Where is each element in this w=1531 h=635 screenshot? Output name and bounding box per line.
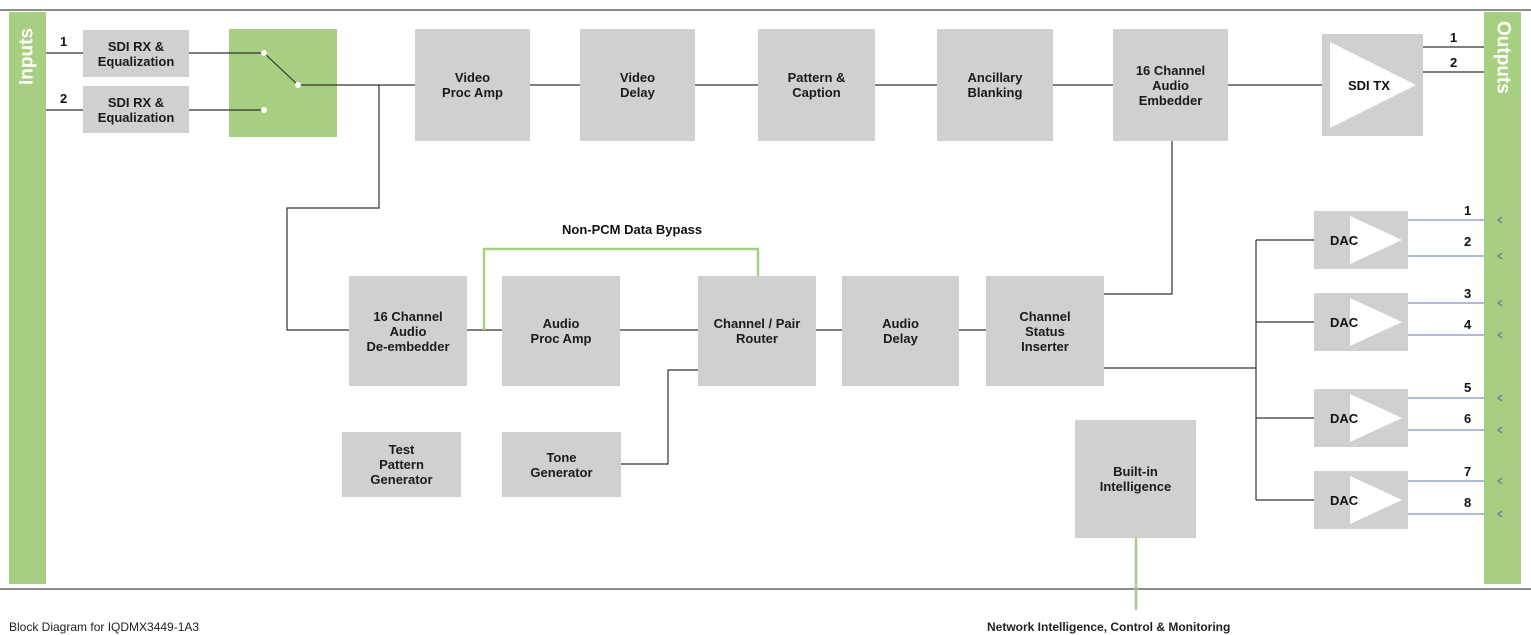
dac-1-triangle — [1350, 216, 1402, 264]
channel-status-inserter-block: Channel Status Inserter — [986, 276, 1104, 386]
analog-output-number-4: 4 — [1464, 317, 1472, 332]
sdi-tx-triangle — [1330, 42, 1416, 128]
dac-2-triangle — [1350, 298, 1402, 346]
sdi-rx-block-1: SDI RX & Equalization — [83, 30, 189, 77]
dac-label-3: DAC — [1330, 411, 1359, 426]
analog-output-number-1: 1 — [1464, 203, 1472, 218]
analog-output-number-8: 8 — [1464, 495, 1472, 510]
pattern-caption-block: Pattern & Caption — [758, 29, 875, 141]
channel-pair-router-block: Channel / Pair Router — [698, 276, 816, 386]
outputs-label: Outputs — [1492, 20, 1514, 94]
bypass-label: Non-PCM Data Bypass — [562, 222, 703, 237]
sdi-output-number-2: 2 — [1450, 55, 1458, 70]
dac-label-4: DAC — [1330, 493, 1359, 508]
built-in-intelligence-block: Built-in Intelligence — [1075, 420, 1196, 538]
analog-output-number-2: 2 — [1464, 234, 1472, 249]
dac-3-triangle — [1350, 394, 1402, 442]
analog-output-number-7: 7 — [1464, 464, 1472, 479]
top-rule — [0, 9, 1531, 11]
input-switch — [229, 29, 337, 137]
test-pattern-generator-block: Test Pattern Generator — [342, 432, 461, 497]
video-proc-amp-block: Video Proc Amp — [415, 29, 530, 141]
video-delay-block: Video Delay — [580, 29, 695, 141]
analog-output-number-6: 6 — [1464, 411, 1472, 426]
sdi-tx-label: SDI TX — [1348, 78, 1390, 93]
audio-embedder-block: 16 Channel Audio Embedder — [1113, 29, 1228, 141]
outputs-bar: Outputs — [1484, 12, 1521, 584]
dac-label-2: DAC — [1330, 315, 1359, 330]
analog-output-number-3: 3 — [1464, 286, 1472, 301]
audio-deembedder-block: 16 Channel Audio De-embedder — [349, 276, 467, 386]
audio-proc-amp-block: Audio Proc Amp — [502, 276, 620, 386]
audio-delay-block: Audio Delay — [842, 276, 959, 386]
network-label: Network Intelligence, Control & Monitori… — [987, 620, 1231, 634]
dac-4-triangle — [1350, 476, 1402, 524]
inputs-bar: Inputs — [9, 12, 46, 584]
bottom-rule — [0, 588, 1531, 590]
sdi-output-number-1: 1 — [1450, 30, 1458, 45]
diagram-caption: Block Diagram for IQDMX3449-1A3 — [9, 620, 200, 634]
ancillary-blanking-block: Ancillary Blanking — [937, 29, 1053, 141]
input-number-2: 2 — [60, 91, 68, 106]
dac-label-1: DAC — [1330, 233, 1359, 248]
tone-generator-block: Tone Generator — [502, 432, 621, 497]
input-number-1: 1 — [60, 34, 68, 49]
sdi-rx-block-2: SDI RX & Equalization — [83, 86, 189, 133]
analog-output-number-5: 5 — [1464, 380, 1472, 395]
